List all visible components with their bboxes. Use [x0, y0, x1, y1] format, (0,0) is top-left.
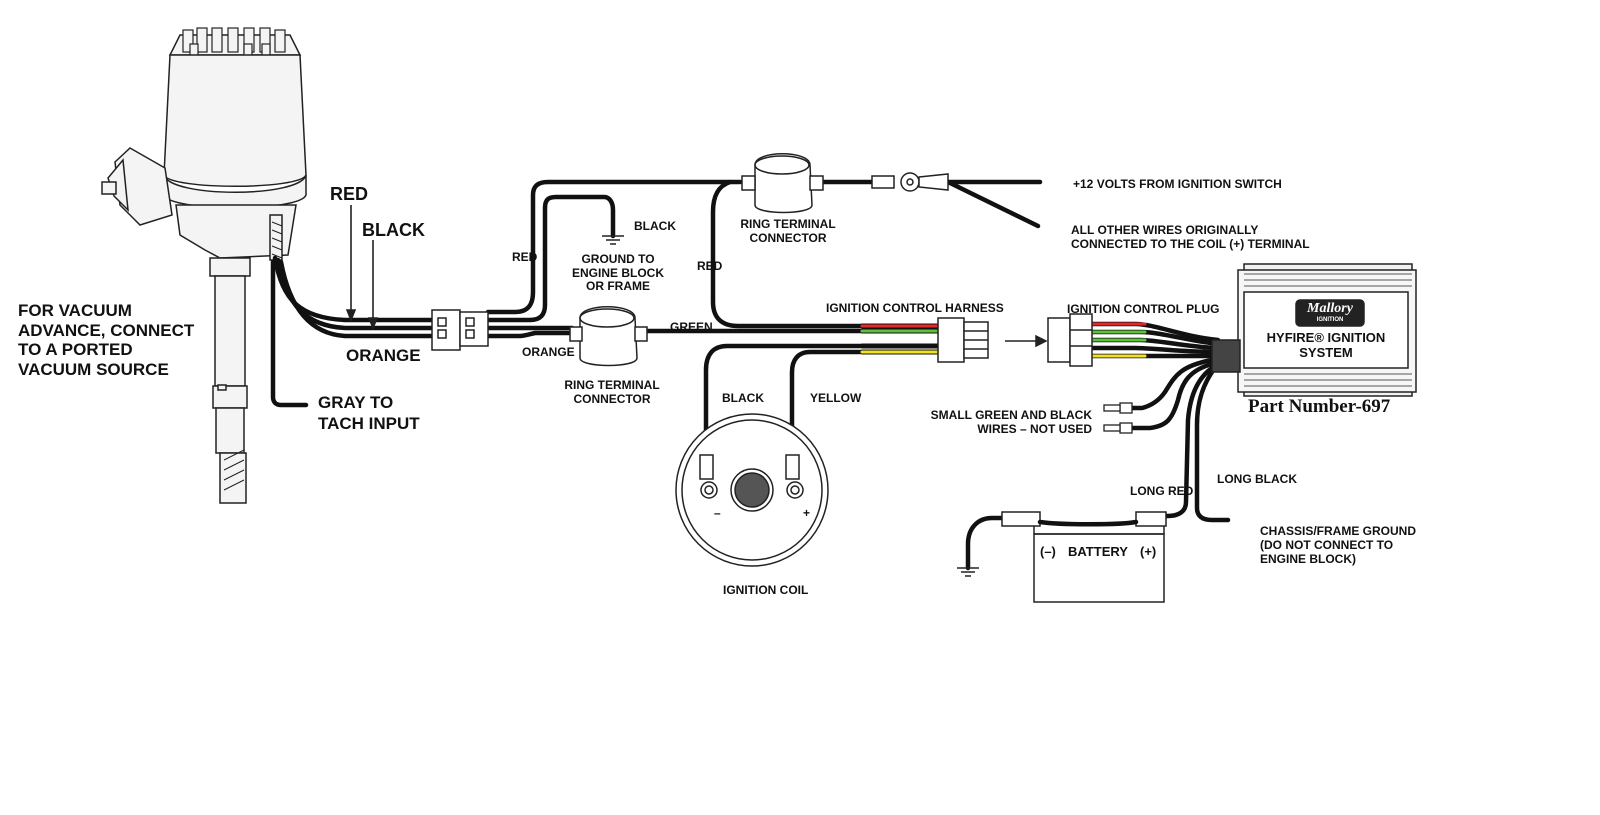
vacuum-line-2: ADVANCE, CONNECT: [18, 320, 195, 340]
small-wires-line-2: WIRES – NOT USED: [977, 422, 1092, 436]
harness-connector: [937, 317, 989, 363]
ground-symbol-1: [602, 235, 624, 245]
small-wires-note: SMALL GREEN AND BLACK WIRES – NOT USED: [906, 408, 1092, 436]
all-other-note: ALL OTHER WIRES ORIGINALLY CONNECTED TO …: [1071, 223, 1310, 251]
chassis-note: CHASSIS/FRAME GROUND (DO NOT CONNECT TO …: [1260, 524, 1416, 566]
vacuum-advance-note: FOR VACUUM ADVANCE, CONNECT TO A PORTED …: [18, 301, 194, 379]
dist-black-label: BLACK: [362, 220, 425, 240]
ring-terminal-connector-2: [569, 306, 648, 367]
plug-label: IGNITION CONTROL PLUG: [1067, 302, 1220, 316]
chassis-line-3: ENGINE BLOCK): [1260, 552, 1356, 566]
orange-small-label: ORANGE: [522, 345, 575, 359]
all-other-line-1: ALL OTHER WIRES ORIGINALLY: [1071, 223, 1259, 237]
hyfire-line-1: HYFIRE® IGNITION: [1266, 330, 1386, 345]
gray-tach-line-2: TACH INPUT: [318, 414, 420, 433]
dist-orange-label: ORANGE: [346, 346, 421, 365]
hyfire-line-2: SYSTEM: [1299, 345, 1353, 360]
ring-terminal-1-line-2: CONNECTOR: [749, 230, 827, 245]
mallory-logo: Mallory: [1307, 301, 1353, 316]
ignition-coil-label: IGNITION COIL: [723, 583, 809, 597]
red-mid-label: RED: [697, 259, 723, 273]
gray-tach-line-1: GRAY TO: [318, 393, 394, 412]
switch-terminal: [871, 172, 949, 192]
all-other-line-2: CONNECTED TO THE COIL (+) TERMINAL: [1071, 237, 1310, 251]
harness-label: IGNITION CONTROL HARNESS: [826, 301, 1004, 315]
distributor-connector: [431, 309, 489, 351]
green-label: GREEN: [670, 320, 713, 334]
dist-red-label: RED: [330, 184, 369, 204]
chassis-line-1: CHASSIS/FRAME GROUND: [1260, 524, 1417, 538]
distributor: [101, 27, 307, 504]
unused-terminals: [1103, 402, 1133, 434]
gray-tach-note: GRAY TO TACH INPUT: [318, 392, 420, 434]
red-left-label: RED: [512, 250, 538, 264]
ground-line-1: GROUND TO: [581, 252, 655, 266]
plus12-label: +12 VOLTS FROM IGNITION SWITCH: [1073, 177, 1282, 191]
battery-plus-label: (+): [1140, 544, 1157, 559]
long-red-label: LONG RED: [1130, 484, 1194, 498]
small-wires-line-1: SMALL GREEN AND BLACK: [930, 408, 1092, 422]
mallory-logo-sub: IGNITION: [1316, 317, 1344, 323]
control-plug: [1047, 313, 1093, 367]
ring-terminal-2-line-1: RING TERMINAL: [564, 378, 660, 392]
part-number: Part Number-697: [1248, 396, 1391, 417]
ignition-coil: [675, 413, 829, 567]
ring-terminal-1-note: RING TERMINAL CONNECTOR: [738, 217, 838, 245]
ground-note: GROUND TO ENGINE BLOCK OR FRAME: [570, 252, 666, 294]
hyfire-title: HYFIRE® IGNITION SYSTEM: [1244, 330, 1408, 360]
vacuum-line-1: FOR VACUUM: [18, 301, 132, 320]
ring-terminal-2-note: RING TERMINAL CONNECTOR: [562, 378, 662, 406]
black-ground-label: BLACK: [634, 219, 676, 233]
coil-plus-label: +: [803, 506, 811, 520]
ground-line-2: ENGINE BLOCK: [571, 265, 664, 280]
ground-symbol-2: [957, 567, 979, 577]
coil-yellow-label: YELLOW: [810, 391, 862, 405]
ground-line-3: OR FRAME: [586, 279, 650, 293]
vacuum-line-3: TO A PORTED: [18, 340, 133, 359]
vacuum-line-4: VACUUM SOURCE: [18, 359, 169, 379]
long-black-label: LONG BLACK: [1217, 472, 1297, 486]
coil-minus-label: –: [714, 506, 721, 520]
coil-black-label: BLACK: [722, 391, 764, 405]
ring-terminal-2-line-2: CONNECTOR: [573, 391, 651, 406]
ring-terminal-connector-1: [741, 153, 824, 214]
battery: [1001, 511, 1167, 603]
battery-label: BATTERY: [1068, 544, 1128, 559]
chassis-line-2: (DO NOT CONNECT TO: [1260, 538, 1394, 552]
battery-minus-label: (–): [1040, 544, 1056, 559]
ring-terminal-1-line-1: RING TERMINAL: [740, 217, 836, 231]
arrow: [1005, 334, 1048, 348]
